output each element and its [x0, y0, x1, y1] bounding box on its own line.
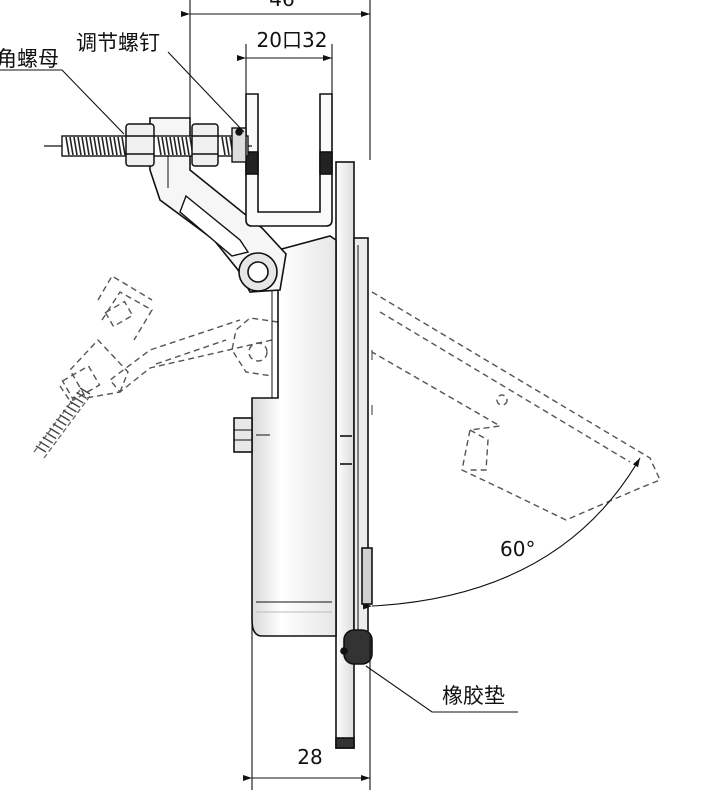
adjust-range-dimension: 20口32 — [257, 28, 328, 52]
mounting-plate — [335, 161, 373, 749]
depth-dimension: 28 — [297, 745, 322, 769]
angle-dimension: 60° — [500, 537, 535, 561]
rubber-pad-label: 橡胶垫 — [442, 684, 505, 708]
latch-housing — [233, 235, 337, 637]
adjusting-screw-head — [231, 127, 247, 163]
u-bracket — [245, 93, 333, 227]
dimension-lines — [0, 0, 641, 790]
opened-threaded-rod — [33, 387, 91, 459]
lever-arm — [149, 117, 287, 293]
top-width-dimension: 46 — [269, 0, 294, 11]
hex-nut-label: 角螺母 — [0, 47, 59, 71]
opened-position-outline — [59, 275, 661, 521]
adjusting-screw-label: 调节螺钉 — [76, 31, 160, 55]
hex-nut-inner — [191, 123, 219, 167]
hex-nut-outer — [125, 123, 155, 167]
